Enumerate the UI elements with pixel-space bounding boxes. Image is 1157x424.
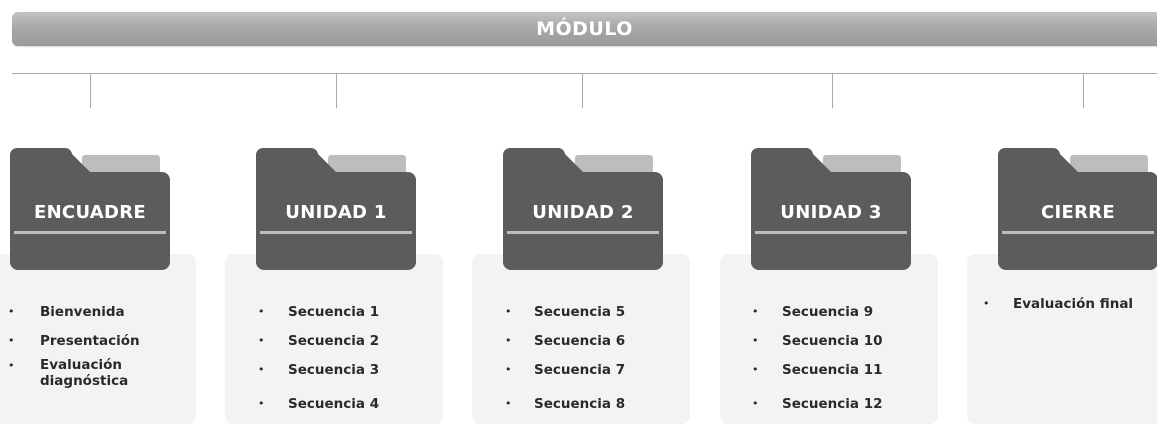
module-header-bar: MÓDULO: [12, 12, 1157, 46]
bullet: •: [752, 334, 759, 347]
bullet: •: [258, 334, 265, 347]
list-item: Evaluación final: [1013, 296, 1134, 312]
panel-unidad-3: [720, 254, 938, 424]
bullet: •: [258, 397, 265, 410]
list-item: Presentación: [40, 333, 140, 349]
folder-title-cierre: CIERRE: [1040, 202, 1116, 223]
folder-icon: UNIDAD 2: [503, 148, 663, 270]
list-item: Evaluación diagnóstica: [40, 357, 129, 389]
list-item: Secuencia 5: [534, 304, 626, 320]
list-item: Secuencia 10: [782, 333, 883, 349]
bullet: •: [752, 363, 759, 376]
folder-title-unidad-2: UNIDAD 2: [532, 202, 634, 223]
bullet: •: [8, 334, 15, 347]
folder-icon: UNIDAD 3: [751, 148, 911, 270]
bullet: •: [505, 305, 512, 318]
panel-encuadre: [0, 254, 196, 424]
bullet: •: [258, 363, 265, 376]
list-item: Secuencia 2: [288, 333, 380, 349]
list-item: Secuencia 8: [534, 396, 626, 412]
folder-icon: UNIDAD 1: [256, 148, 416, 270]
bullet: •: [8, 359, 15, 372]
list-item: Secuencia 11: [782, 362, 883, 378]
connector-line-unidad-2: [582, 73, 583, 108]
folder-icon: CIERRE: [998, 148, 1157, 270]
folder-title-encuadre: ENCUADRE: [33, 202, 147, 223]
bullet: •: [752, 305, 759, 318]
panel-unidad-2: [472, 254, 690, 424]
bullet: •: [8, 305, 15, 318]
bullet: •: [752, 397, 759, 410]
list-item: Secuencia 7: [534, 362, 626, 378]
list-item: Secuencia 1: [288, 304, 380, 320]
list-item: Secuencia 4: [288, 396, 380, 412]
connector-horizontal-line: [12, 73, 1157, 74]
list-item: Secuencia 6: [534, 333, 626, 349]
bullet: •: [505, 334, 512, 347]
bullet: •: [505, 363, 512, 376]
bullet: •: [505, 397, 512, 410]
list-item: Secuencia 3: [288, 362, 380, 378]
list-item: Secuencia 12: [782, 396, 883, 412]
list-item: Secuencia 9: [782, 304, 874, 320]
bullet: •: [983, 297, 990, 310]
connector-line-unidad-3: [832, 73, 833, 108]
connector-line-encuadre: [90, 73, 91, 108]
folder-title-unidad-3: UNIDAD 3: [780, 202, 882, 223]
connector-line-cierre: [1083, 73, 1084, 108]
panel-unidad-1: [225, 254, 443, 424]
list-item: Bienvenida: [40, 304, 125, 320]
module-title: MÓDULO: [536, 18, 633, 40]
bullet: •: [258, 305, 265, 318]
panel-cierre: [967, 254, 1157, 424]
folder-icon: ENCUADRE: [10, 148, 170, 270]
folder-title-unidad-1: UNIDAD 1: [285, 202, 387, 223]
connector-line-unidad-1: [336, 73, 337, 108]
